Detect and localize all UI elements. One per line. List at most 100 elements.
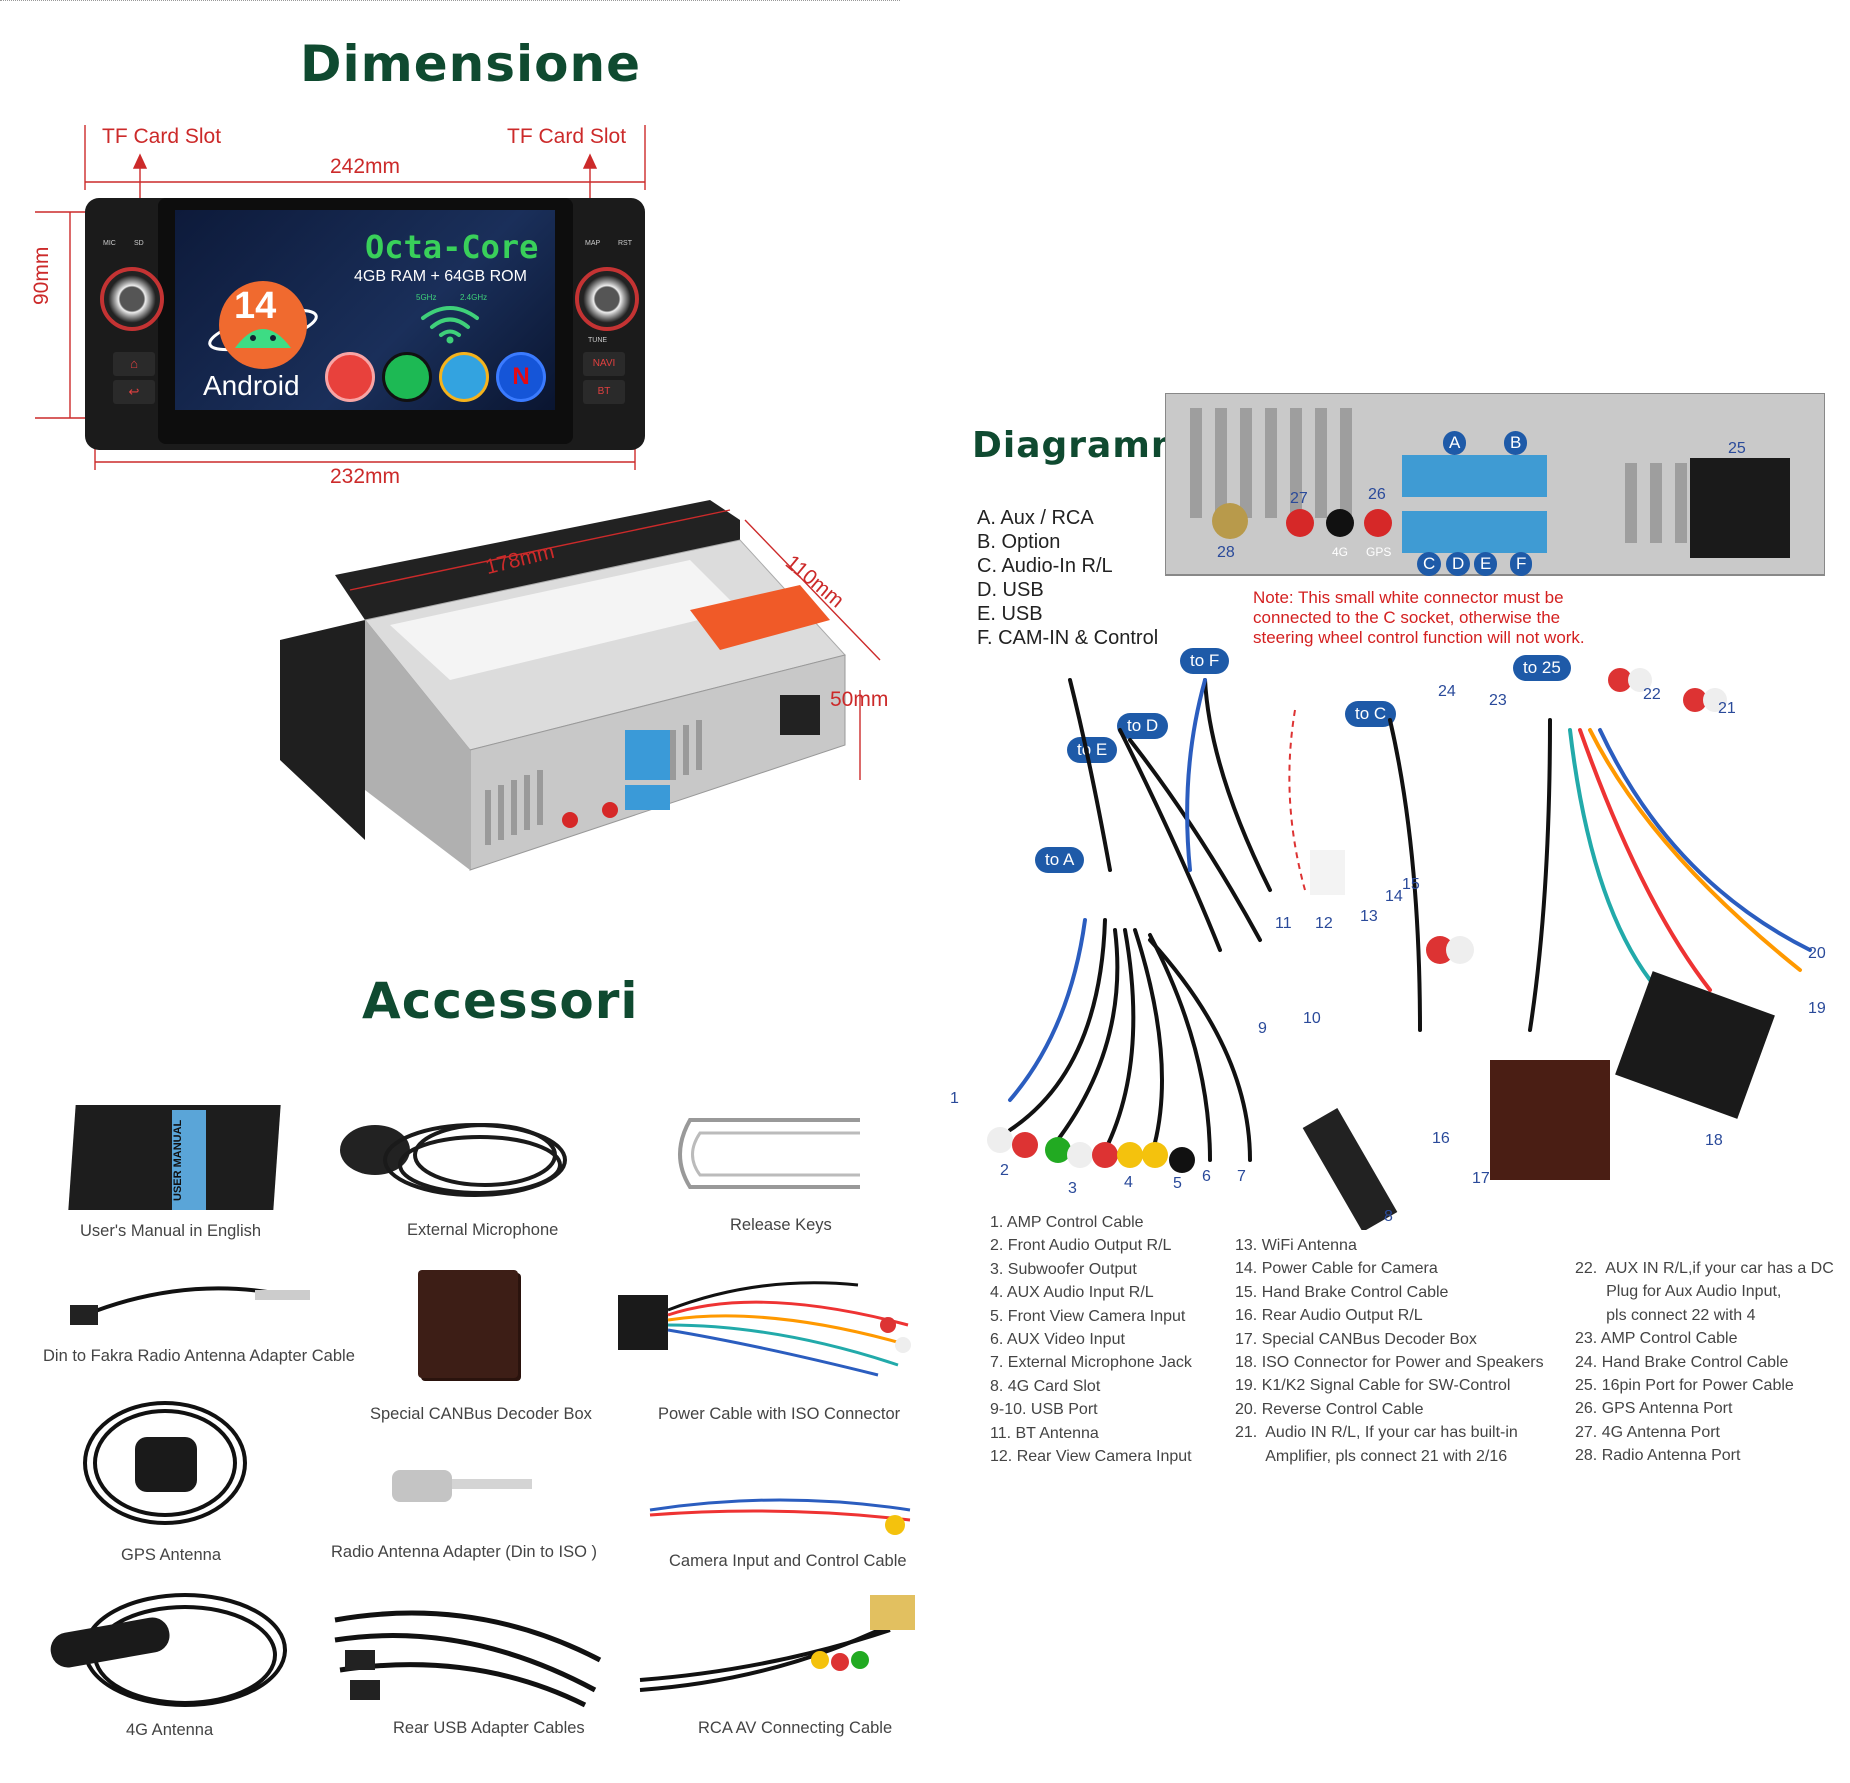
head-unit-side-view (280, 500, 881, 871)
wifi-icon (421, 306, 479, 344)
release-keys-caption: Release Keys (730, 1216, 832, 1234)
thickness-label: 50mm (830, 688, 889, 711)
user-manual-cover-title: USER MANUAL (172, 1110, 206, 1210)
width-bottom-label: 232mm (330, 465, 401, 488)
parts-list-item: 9-10. USB Port (990, 1401, 1098, 1419)
port-letter-c: C (1417, 552, 1442, 576)
parts-list-item: 6. AUX Video Input (990, 1331, 1125, 1349)
port-letter-f: F (1510, 552, 1533, 576)
external-microphone-caption: External Microphone (407, 1221, 559, 1239)
parts-list-item: 1. AMP Control Cable (990, 1214, 1144, 1231)
parts-list-item: 5. Front View Camera Input (990, 1307, 1186, 1325)
port-letter-a: A (1443, 431, 1467, 455)
cable-number: 16 (1432, 1130, 1450, 1147)
navi-button: NAVI (583, 352, 625, 376)
parts-list-item: 4. AUX Audio Input R/L (990, 1284, 1154, 1302)
to-a-bubble: to A (1035, 847, 1085, 873)
parts-list-item: 16. Rear Audio Output R/L (1235, 1307, 1423, 1325)
note-line: connected to the C socket, otherwise the (1253, 608, 1561, 627)
user-manual-caption: User's Manual in English (80, 1222, 262, 1240)
cable-number: 2 (1000, 1162, 1009, 1179)
cable-number: 18 (1705, 1132, 1723, 1149)
tf-slot-label-right: TF Card Slot (507, 125, 627, 148)
cable-number: 23 (1489, 692, 1507, 709)
canbus-box-caption: Special CANBus Decoder Box (370, 1405, 592, 1423)
gps-antenna-caption: GPS Antenna (121, 1546, 221, 1564)
rst-button-label: RST (618, 240, 632, 247)
fakra-cable-image (70, 1286, 310, 1325)
parts-list-item: 24. Hand Brake Control Cable (1575, 1353, 1789, 1371)
cable-number: 8 (1384, 1208, 1393, 1225)
parts-list-item: 11. BT Antenna (990, 1424, 1099, 1442)
4g-antenna-image (50, 1593, 287, 1707)
cable-number: 11 (1275, 915, 1292, 932)
top-dotted-divider (0, 0, 900, 1)
netflix-app-icon: N (496, 352, 546, 402)
rca-av-cable-caption: RCA AV Connecting Cable (698, 1719, 893, 1737)
parts-list-item: 15. Hand Brake Control Cable (1235, 1283, 1449, 1301)
parts-list-item: 13. WiFi Antenna (1235, 1237, 1357, 1254)
parts-list-item: 14. Power Cable for Camera (1235, 1260, 1438, 1278)
cable-number: 19 (1808, 1000, 1826, 1017)
parts-list-item: 22. AUX IN R/L,if your car has a DC (1575, 1260, 1834, 1277)
cable-number: 17 (1472, 1170, 1490, 1187)
legend-item: B. Option (977, 531, 1061, 553)
connector-note: Note: This small white connector must be… (1253, 588, 1585, 648)
fakra-cable-caption: Din to Fakra Radio Antenna Adapter Cable (43, 1347, 355, 1365)
parts-list-column-2: 13. WiFi Antenna 14. Power Cable for Cam… (1235, 1234, 1544, 1468)
camera-cable-caption: Camera Input and Control Cable (669, 1552, 907, 1570)
rear-usb-cables-caption: Rear USB Adapter Cables (393, 1719, 585, 1737)
parts-list-item: 23. AMP Control Cable (1575, 1330, 1738, 1348)
camera-cable-image (649, 1498, 911, 1535)
rear-usb-cables-image (334, 1610, 602, 1708)
note-line: steering wheel control function will not… (1253, 628, 1585, 647)
cable-number: 22 (1643, 686, 1661, 703)
cable-number: 6 (1202, 1168, 1211, 1185)
android-version: 14 (234, 285, 277, 327)
power-cable-caption: Power Cable with ISO Connector (658, 1405, 901, 1423)
parts-list-item: Plug for Aux Audio Input, (1575, 1283, 1782, 1301)
octa-core-label: Octa-Core (365, 228, 539, 266)
sd-button-label: SD (134, 240, 144, 247)
port-letter-e: E (1474, 552, 1498, 576)
port-label-gps: GPS (1366, 545, 1392, 559)
parts-list-item: 20. Reverse Control Cable (1235, 1400, 1424, 1418)
cable-number: 21 (1718, 700, 1736, 717)
cable-number: 14 (1385, 888, 1403, 905)
cable-number: 15 (1402, 876, 1420, 893)
gps-antenna-image (83, 1401, 247, 1525)
port-letter-d: D (1446, 552, 1471, 576)
cable-number: 20 (1808, 945, 1826, 962)
port-legend: A. Aux / RCA B. Option C. Audio-In R/L D… (977, 506, 1158, 650)
dimensions-heading: Dimensione (300, 35, 642, 93)
note-line: Note: This small white connector must be (1253, 588, 1564, 607)
parts-list-item: 17. Special CANBus Decoder Box (1235, 1330, 1477, 1348)
gps-app-icon (325, 352, 375, 402)
wiring-harness-illustration (987, 668, 1812, 1230)
radio-antenna-adapter-image (392, 1470, 532, 1502)
parts-list-item: 7. External Microphone Jack (990, 1354, 1192, 1372)
spotify-app-icon (382, 352, 432, 402)
tune-button-label: TUNE (588, 337, 608, 344)
port-label-4g: 4G (1332, 545, 1349, 559)
parts-list-item: 8. 4G Card Slot (990, 1377, 1101, 1395)
cable-number: 24 (1438, 683, 1456, 700)
waze-app-icon (439, 352, 489, 402)
parts-list-item: 27. 4G Antenna Port (1575, 1423, 1720, 1441)
port-number-26: 26 (1368, 486, 1386, 503)
tf-slot-label-left: TF Card Slot (102, 125, 222, 148)
to-d-bubble: to D (1117, 713, 1169, 739)
right-tune-knob (575, 267, 639, 331)
port-letter-b: B (1504, 431, 1528, 455)
map-button-label: MAP (585, 240, 601, 247)
back-icon: ↩ (113, 380, 155, 404)
android-label: Android (203, 370, 300, 401)
parts-list-item: 3. Subwoofer Output (990, 1260, 1137, 1278)
legend-item: F. CAM-IN & Control (977, 627, 1159, 649)
to-f-bubble: to F (1180, 648, 1230, 674)
cable-number: 3 (1068, 1180, 1077, 1197)
to-25-bubble: to 25 (1513, 655, 1571, 681)
legend-item: D. USB (977, 579, 1044, 601)
parts-list-item: 28. Radio Antenna Port (1575, 1447, 1741, 1465)
width-top-label: 242mm (330, 155, 401, 178)
